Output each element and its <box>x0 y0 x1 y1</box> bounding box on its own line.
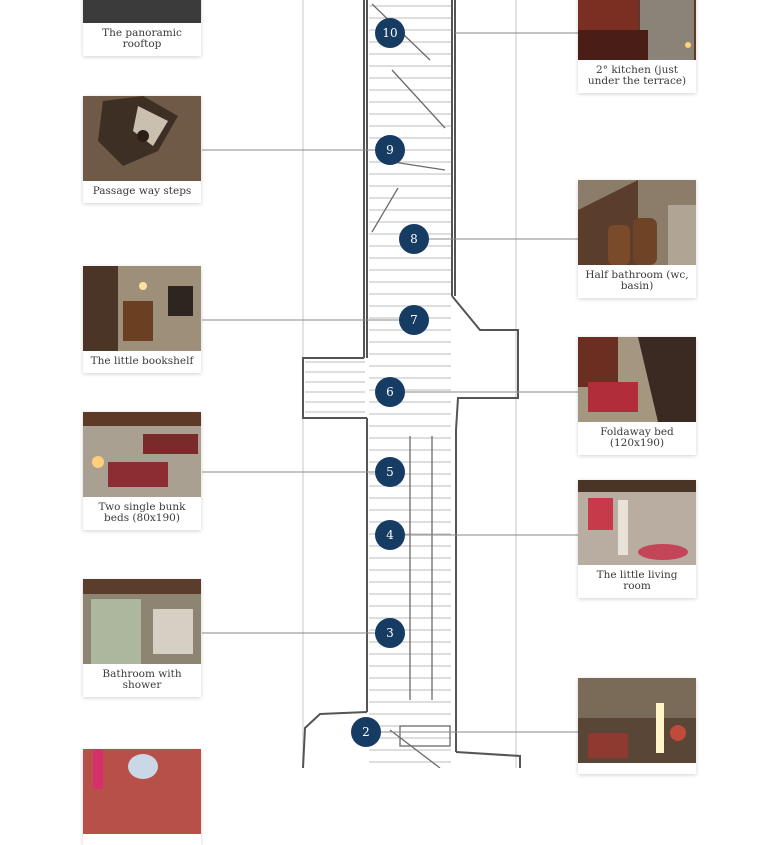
shower-bathroom-photo <box>83 579 201 664</box>
floor-marker-10[interactable]: 10 <box>375 18 405 48</box>
lounge-photo <box>578 678 696 763</box>
connector-lines <box>202 32 578 733</box>
stair-hatching <box>305 5 451 763</box>
card-caption: Half bathroom (wc, basin) <box>585 269 689 292</box>
card-passage-steps[interactable]: Passage way steps <box>83 96 201 203</box>
bookshelf-photo <box>83 266 201 351</box>
red-room-photo <box>83 749 201 834</box>
card-caption: Bathroom with shower <box>102 668 182 691</box>
card-kitchen[interactable]: 2° kitchen (just under the terrace) <box>578 0 696 93</box>
card-caption: Passage way steps <box>92 185 192 197</box>
card-caption: The little bookshelf <box>90 355 194 367</box>
marker-label: 6 <box>386 385 394 399</box>
marker-label: 4 <box>386 528 394 542</box>
bunk-beds-photo <box>83 412 201 497</box>
card-red-room[interactable] <box>83 749 201 845</box>
card-bookshelf[interactable]: The little bookshelf <box>83 266 201 373</box>
card-shower-bathroom[interactable]: Bathroom with shower <box>83 579 201 697</box>
kitchen-photo <box>578 0 696 60</box>
marker-label: 5 <box>386 465 394 479</box>
marker-label: 7 <box>410 313 418 327</box>
tower-outline <box>302 0 521 768</box>
half-bathroom-photo <box>578 180 696 265</box>
tower-floorplan-diagram <box>202 0 578 768</box>
floor-marker-7[interactable]: 7 <box>399 305 429 335</box>
foldaway-bed-photo <box>578 337 696 422</box>
floor-marker-2[interactable]: 2 <box>351 717 381 747</box>
rooftop-photo <box>83 0 201 23</box>
card-rooftop[interactable]: The panoramic rooftop <box>83 0 201 56</box>
card-lounge[interactable] <box>578 678 696 774</box>
floor-marker-6[interactable]: 6 <box>375 377 405 407</box>
card-foldaway-bed[interactable]: Foldaway bed (120x190) <box>578 337 696 455</box>
marker-label: 10 <box>382 26 398 40</box>
card-caption: Foldaway bed (120x190) <box>600 426 674 449</box>
card-half-bathroom[interactable]: Half bathroom (wc, basin) <box>578 180 696 298</box>
floor-marker-9[interactable]: 9 <box>375 135 405 165</box>
floor-marker-3[interactable]: 3 <box>375 618 405 648</box>
floor-marker-4[interactable]: 4 <box>375 520 405 550</box>
card-caption: The panoramic rooftop <box>102 27 182 50</box>
card-caption: The little living room <box>596 569 678 592</box>
card-caption <box>578 763 696 774</box>
marker-label: 8 <box>410 232 418 246</box>
marker-label: 2 <box>362 725 370 739</box>
floor-marker-5[interactable]: 5 <box>375 457 405 487</box>
card-caption <box>83 834 201 845</box>
card-bunk-beds[interactable]: Two single bunk beds (80x190) <box>83 412 201 530</box>
marker-label: 3 <box>386 626 394 640</box>
living-room-photo <box>578 480 696 565</box>
spiral-stairs-photo <box>83 96 201 181</box>
marker-label: 9 <box>386 143 394 157</box>
card-caption: 2° kitchen (just under the terrace) <box>587 64 687 87</box>
floor-marker-8[interactable]: 8 <box>399 224 429 254</box>
card-living-room[interactable]: The little living room <box>578 480 696 598</box>
card-caption: Two single bunk beds (80x190) <box>98 501 186 524</box>
